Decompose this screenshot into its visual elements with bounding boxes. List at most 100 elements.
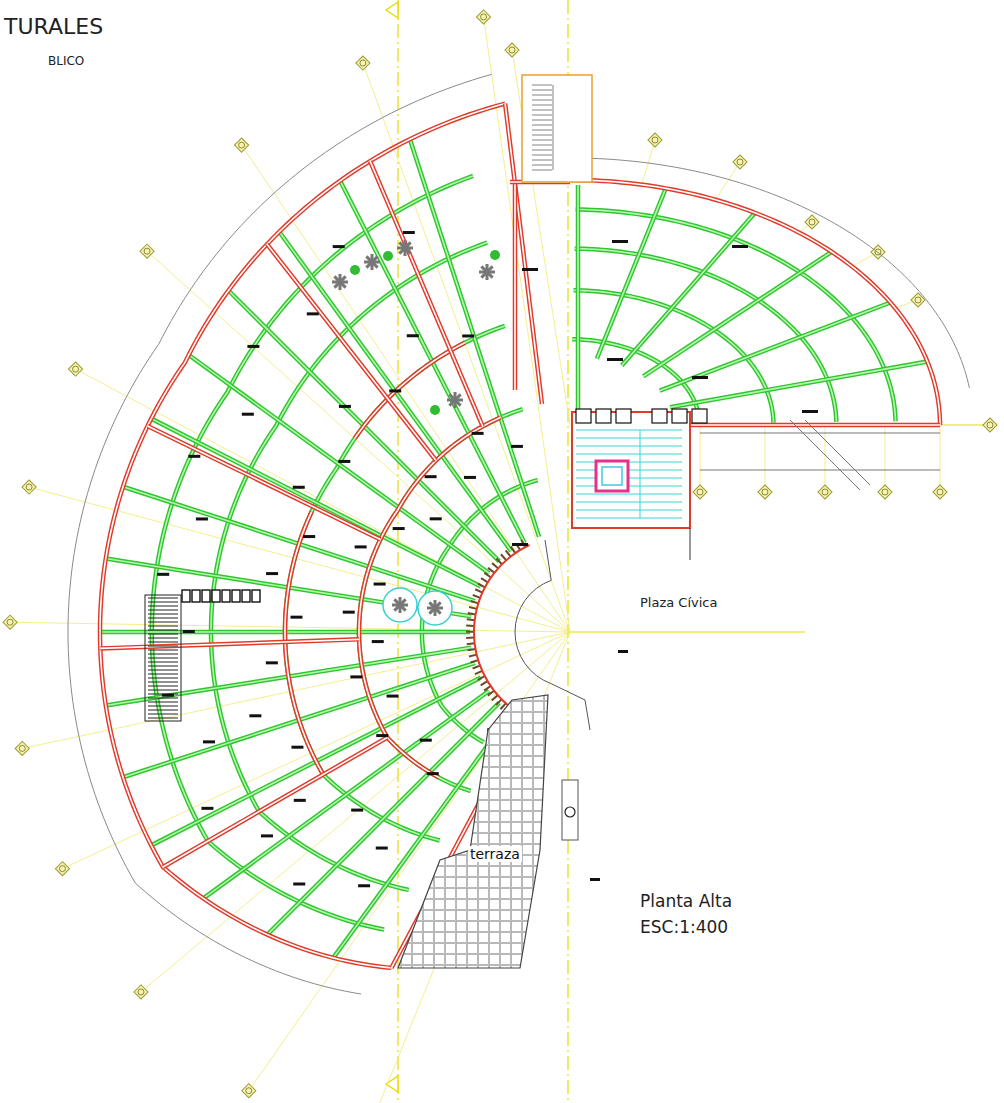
stair-tread	[148, 702, 178, 703]
stair-tread	[148, 638, 178, 639]
room-tag	[374, 583, 386, 586]
axis-bubble	[19, 745, 25, 751]
toilet-symbol	[242, 590, 250, 602]
toilet-symbol	[212, 590, 220, 602]
corridor-wall	[513, 185, 518, 390]
toilet-symbol	[252, 590, 260, 602]
toilet-symbol	[222, 590, 230, 602]
beam-radial	[410, 139, 539, 537]
stair-tread	[532, 170, 552, 171]
sink-symbol	[672, 409, 687, 423]
stair-tread	[576, 502, 682, 503]
stair-tread	[148, 698, 178, 699]
room-tag	[358, 884, 370, 887]
stair-tread	[576, 454, 682, 455]
stair-tread	[576, 438, 682, 439]
stair-tread	[576, 430, 682, 431]
room-tag	[291, 746, 303, 749]
room-tag	[522, 268, 538, 271]
stair-tread	[532, 140, 552, 141]
ramp-symbol	[562, 780, 578, 840]
room-tag	[338, 460, 350, 463]
room-tag	[339, 405, 351, 408]
room-tag	[425, 475, 437, 478]
wing-wall	[690, 423, 940, 428]
axis-bubble	[73, 366, 79, 372]
sink-symbol	[596, 409, 611, 423]
stair-tread	[576, 510, 682, 511]
room-tag	[294, 799, 306, 802]
tree-symbol	[481, 266, 492, 277]
room-tag	[261, 834, 273, 837]
room-tag	[162, 694, 174, 697]
plaza-edge	[474, 545, 529, 708]
beam-radial	[279, 232, 511, 551]
room-tag	[612, 240, 628, 243]
eave-line	[68, 74, 492, 994]
axis-bubble	[652, 137, 658, 143]
room-tag	[407, 334, 419, 337]
stair-tread	[148, 634, 178, 635]
stair-tread	[148, 646, 178, 647]
sink-symbol	[692, 409, 707, 423]
room-tag	[464, 476, 476, 479]
axis-line	[700, 425, 701, 492]
axis-bubble	[822, 489, 828, 495]
outer-wall	[570, 180, 940, 425]
axis-line	[397, 0, 398, 1103]
axis-bubble	[762, 489, 768, 495]
sink-symbol	[576, 409, 591, 423]
stair-tread	[148, 710, 178, 711]
stair-tread	[148, 718, 178, 719]
toilet-symbol	[192, 590, 200, 602]
room-tag	[351, 809, 363, 812]
stair-tread	[576, 518, 682, 519]
beam-radial	[410, 139, 539, 537]
axis-bubble	[476, 10, 490, 24]
axis-bubble	[915, 297, 921, 303]
outer-wall	[100, 104, 505, 968]
axis-bubble	[235, 138, 249, 152]
corridor-wall	[514, 185, 516, 390]
drawing-title: Planta Alta	[640, 892, 732, 912]
axis-bubble	[144, 248, 150, 254]
stair-tread	[532, 110, 552, 111]
beam-ring	[576, 209, 896, 421]
tree-symbol	[366, 256, 377, 267]
stair-tread	[148, 650, 178, 651]
axis-bubble	[697, 489, 703, 495]
axis-bubble	[505, 43, 519, 57]
room-tag	[303, 535, 315, 538]
stair-tread	[148, 666, 178, 667]
axis-line	[570, 631, 805, 632]
stair-tread	[148, 674, 178, 675]
stair-tread	[148, 614, 178, 615]
elevator-shaft	[596, 461, 628, 491]
axis-bubble	[26, 484, 32, 490]
tree-symbol	[399, 242, 410, 253]
stair-tread	[148, 662, 178, 663]
axis-bubble	[818, 485, 832, 499]
axis-bubble	[140, 244, 154, 258]
beam-radial	[660, 303, 891, 391]
beam-radial	[340, 181, 525, 543]
stair-tread	[532, 145, 552, 146]
area-label: terraza	[468, 846, 522, 862]
radial-wall	[100, 639, 359, 648]
wing-wall	[690, 424, 940, 426]
wall-line	[690, 528, 691, 560]
terrace-area: terraza	[390, 690, 555, 975]
room-tag	[389, 389, 401, 392]
room-tag	[420, 739, 432, 742]
radial-wall	[370, 161, 483, 426]
room-tag	[343, 611, 355, 614]
sink-symbol	[652, 409, 667, 423]
room-tag	[201, 807, 213, 810]
stair-tread	[532, 120, 552, 121]
axis-bubble	[882, 489, 888, 495]
room-tag	[350, 675, 362, 678]
axis-bubble	[758, 485, 772, 499]
room-tag	[732, 245, 748, 248]
room-tag	[376, 847, 388, 850]
axis-bubble	[7, 619, 13, 625]
